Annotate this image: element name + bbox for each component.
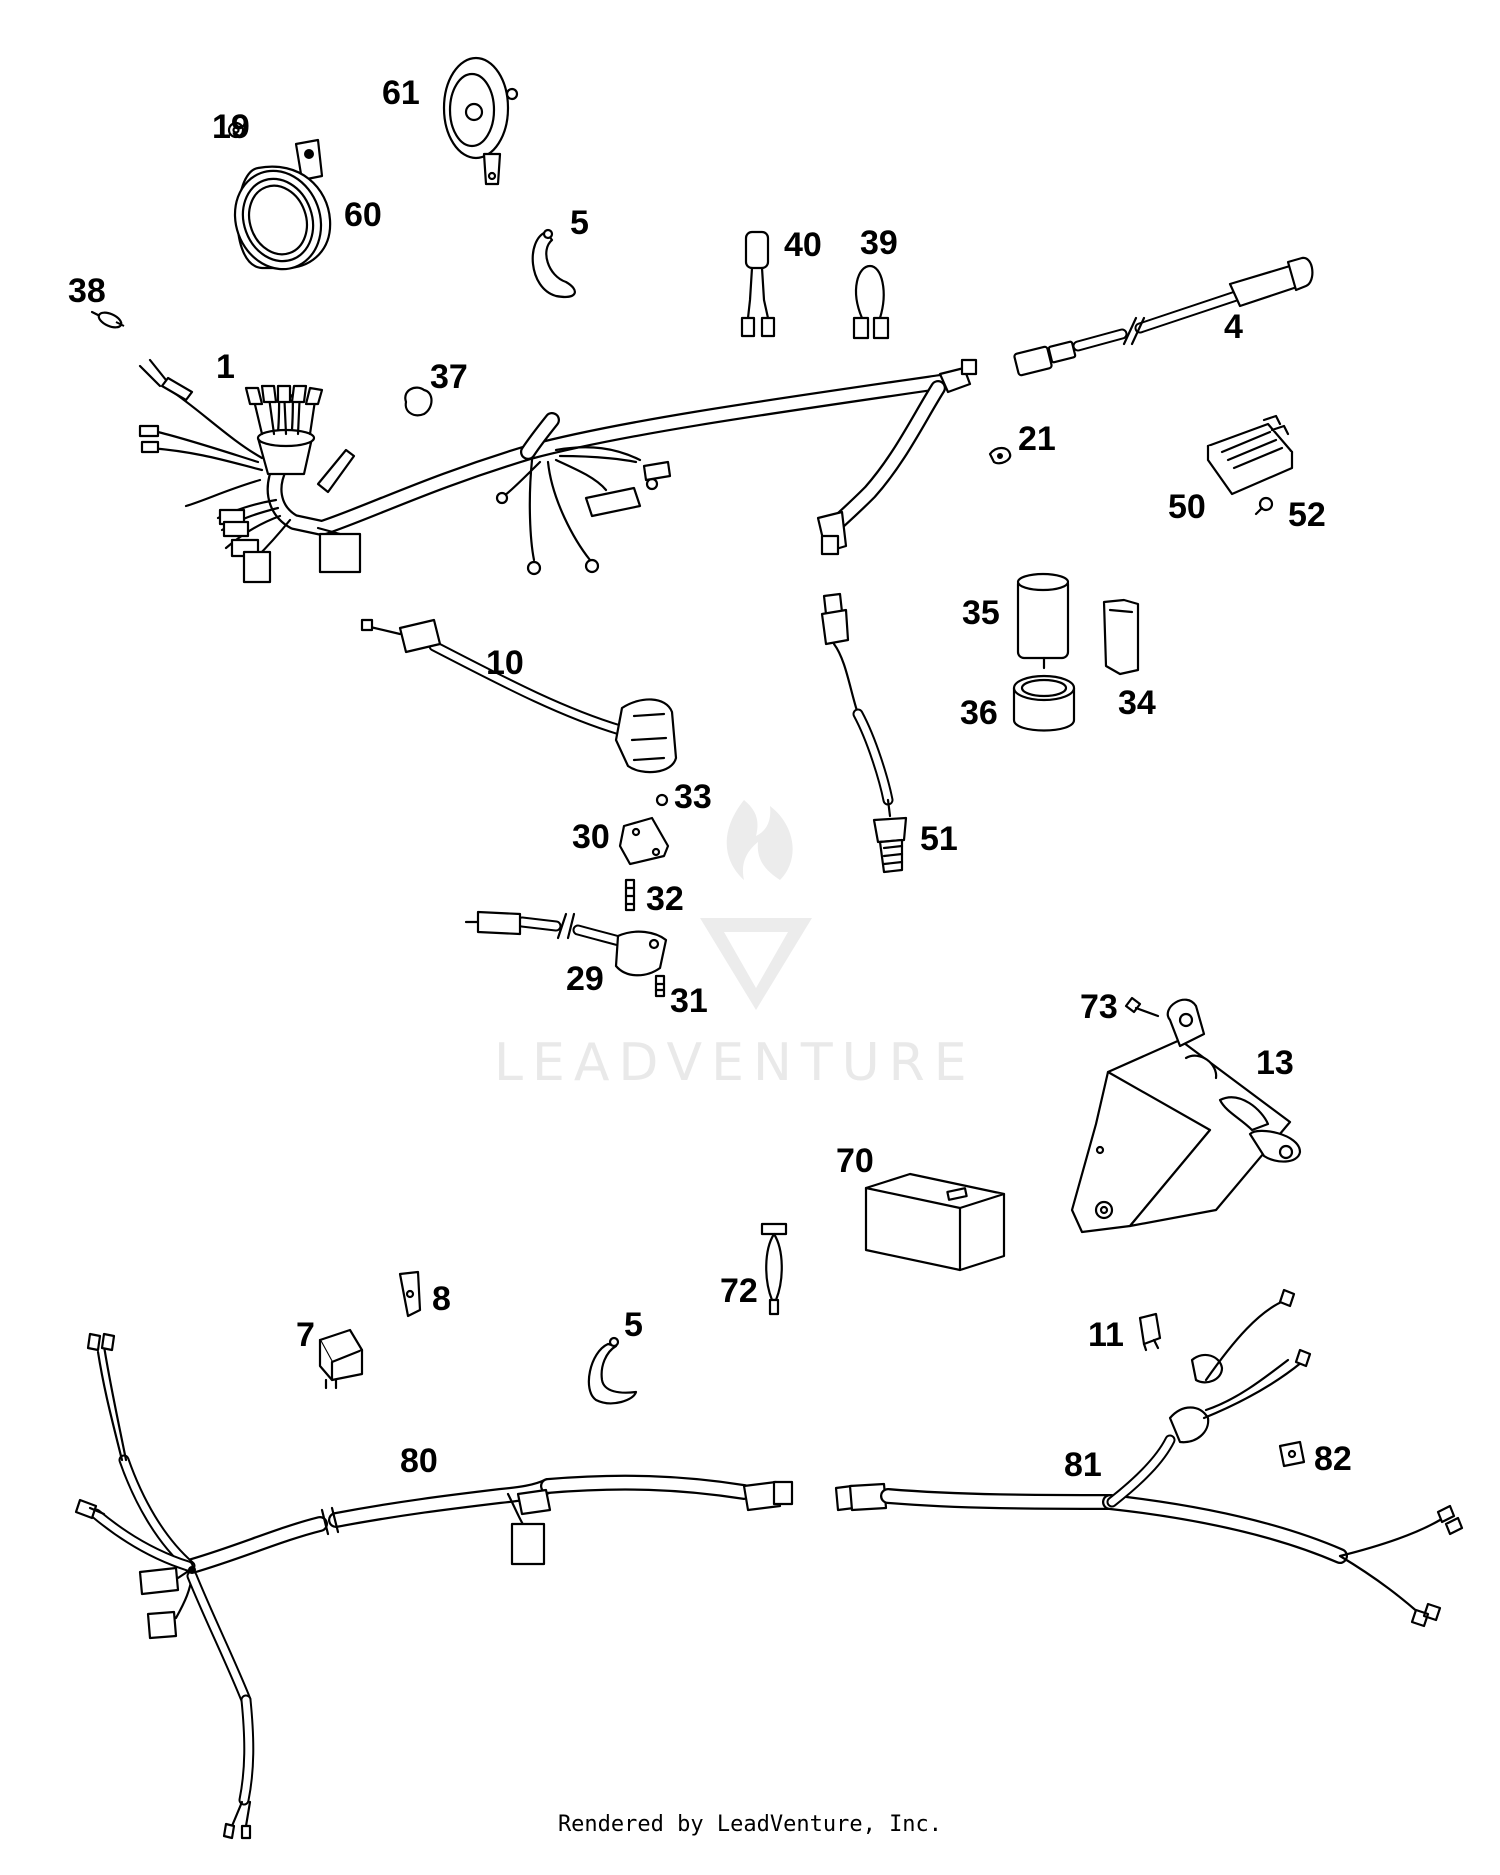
label-39: 39 bbox=[860, 224, 898, 262]
label-82: 82 bbox=[1314, 1440, 1352, 1478]
cable-tie-5-bottom bbox=[587, 1336, 638, 1405]
screw-31 bbox=[654, 974, 666, 998]
instrument-gauge-60 bbox=[233, 138, 332, 271]
watermark-logo bbox=[700, 800, 812, 1010]
label-30: 30 bbox=[572, 818, 610, 856]
label-13: 13 bbox=[1256, 1044, 1294, 1082]
label-31: 31 bbox=[670, 982, 708, 1020]
bulb-38 bbox=[90, 310, 125, 329]
rear-wiring-harness-81 bbox=[834, 1288, 1464, 1628]
label-61: 61 bbox=[382, 74, 420, 112]
capacitor-35 bbox=[1016, 572, 1070, 670]
label-38: 38 bbox=[68, 272, 106, 310]
rubber-holder-36 bbox=[1012, 674, 1076, 732]
label-1: 1 bbox=[216, 348, 235, 386]
rendered-by-footer: Rendered by LeadVenture, Inc. bbox=[557, 1812, 943, 1837]
fuse-72 bbox=[760, 1222, 788, 1316]
condenser-40 bbox=[740, 230, 776, 338]
label-80: 80 bbox=[400, 1442, 438, 1480]
grommet-37 bbox=[404, 386, 433, 417]
label-50: 50 bbox=[1168, 488, 1206, 526]
watermark-text: LEADVENTURE bbox=[494, 1033, 976, 1093]
relay-7 bbox=[318, 1328, 364, 1390]
label-5-top: 5 bbox=[570, 204, 589, 242]
label-51: 51 bbox=[920, 820, 958, 858]
voltage-regulator-50 bbox=[1206, 414, 1294, 496]
label-5-bottom: 5 bbox=[624, 1306, 643, 1344]
temperature-sensor-51 bbox=[820, 592, 908, 874]
label-72: 72 bbox=[720, 1272, 758, 1310]
label-10: 10 bbox=[486, 644, 524, 682]
label-60: 60 bbox=[344, 196, 382, 234]
screw-32 bbox=[624, 878, 636, 912]
horn-61 bbox=[442, 56, 519, 186]
switch-cable-29 bbox=[464, 910, 668, 977]
handlebar-switch-10 bbox=[360, 618, 678, 774]
label-29: 29 bbox=[566, 960, 604, 998]
label-70: 70 bbox=[836, 1142, 874, 1180]
flasher-11 bbox=[1138, 1312, 1162, 1352]
label-21: 21 bbox=[1018, 420, 1056, 458]
battery-70 bbox=[864, 1172, 1006, 1272]
bolt-73 bbox=[1124, 996, 1160, 1018]
label-40: 40 bbox=[784, 226, 822, 264]
clip-21 bbox=[988, 446, 1012, 465]
battery-bracket-13 bbox=[1070, 998, 1302, 1234]
rear-wiring-harness-80 bbox=[74, 1332, 794, 1840]
label-7: 7 bbox=[296, 1316, 315, 1354]
label-34: 34 bbox=[1118, 684, 1156, 722]
plate-8 bbox=[398, 1270, 422, 1318]
cable-tie-5-top bbox=[531, 228, 576, 298]
label-4: 4 bbox=[1224, 308, 1243, 346]
label-8: 8 bbox=[432, 1280, 451, 1318]
nut-33 bbox=[655, 793, 669, 807]
washer-19 bbox=[227, 121, 245, 139]
label-32: 32 bbox=[646, 880, 684, 918]
grommet-82 bbox=[1278, 1440, 1306, 1468]
cover-30 bbox=[618, 816, 670, 866]
label-11: 11 bbox=[1088, 1316, 1124, 1354]
screw-52 bbox=[1254, 496, 1274, 516]
label-36: 36 bbox=[960, 694, 998, 732]
label-52: 52 bbox=[1288, 496, 1326, 534]
callout-labels: 19 61 60 5 40 39 38 1 37 4 21 50 52 35 3… bbox=[68, 74, 1352, 1484]
label-35: 35 bbox=[962, 594, 1000, 632]
jumper-wire-39 bbox=[852, 264, 890, 340]
label-73: 73 bbox=[1080, 988, 1118, 1026]
label-33: 33 bbox=[674, 778, 712, 816]
label-19: 19 bbox=[212, 108, 250, 146]
main-wiring-harness-1 bbox=[138, 358, 978, 584]
label-81: 81 bbox=[1064, 1446, 1102, 1484]
label-37: 37 bbox=[430, 358, 468, 396]
holder-clip-34 bbox=[1102, 598, 1140, 676]
extension-cable-4 bbox=[1013, 256, 1314, 377]
